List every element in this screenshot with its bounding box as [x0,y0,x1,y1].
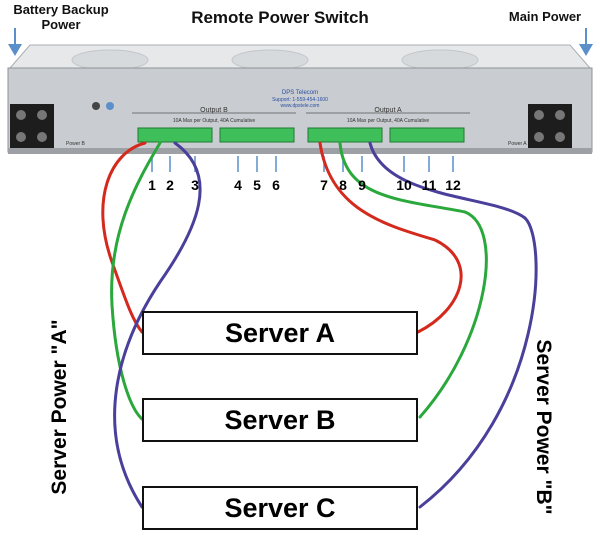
port-number: 2 [166,177,174,193]
server-c-box: Server C [142,486,418,530]
port-number: 9 [358,177,366,193]
support-label: Support: 1-559-454-1600 [272,97,328,103]
server-power-wires [101,141,538,509]
main-power-label: Main Power [508,9,582,24]
port-number: 6 [272,177,280,193]
main-power-arrow-icon [579,28,593,56]
port-number: 12 [445,177,461,193]
website-label: www.dpstele.com [281,103,320,109]
server-b-box: Server B [142,398,418,442]
wire-b-green-b [338,141,488,419]
port-number: 5 [253,177,261,193]
fuse-left-label: Power B [66,141,86,147]
port-number: 7 [320,177,328,193]
output-a-label: Output A [374,107,402,114]
wire-c-blue [113,141,202,509]
output-a-note: 10A Max per Output, 40A Cumulative [347,118,429,124]
port-number: 10 [396,177,412,193]
port-number: 1 [148,177,156,193]
battery-backup-label: Battery Backup Power [13,2,109,32]
port-number: 4 [234,177,242,193]
wire-a-red [101,141,147,334]
port-number: 11 [421,177,437,193]
server-power-a-label: Server Power "A" [48,319,71,495]
wire-a-red-b [318,141,463,334]
output-b-label: Output B [200,107,228,114]
port-number: 8 [339,177,347,193]
fuse-right-label: Power A [508,141,527,147]
output-b-note: 10A Max per Output, 40A Cumulative [173,118,255,124]
server-power-b-label: Server Power "B" [532,339,555,515]
server-a-box: Server A [142,311,418,355]
remote-power-switch-device: Output B Output A 10A Max per Output, 40… [7,44,593,154]
wire-c-blue-b [368,141,538,509]
port-number: 3 [191,177,199,193]
wire-b-green [110,141,162,421]
diagram-title: Remote Power Switch [191,8,369,27]
brand-label: DPS Telecom [282,90,318,96]
battery-arrow-icon [8,28,22,56]
